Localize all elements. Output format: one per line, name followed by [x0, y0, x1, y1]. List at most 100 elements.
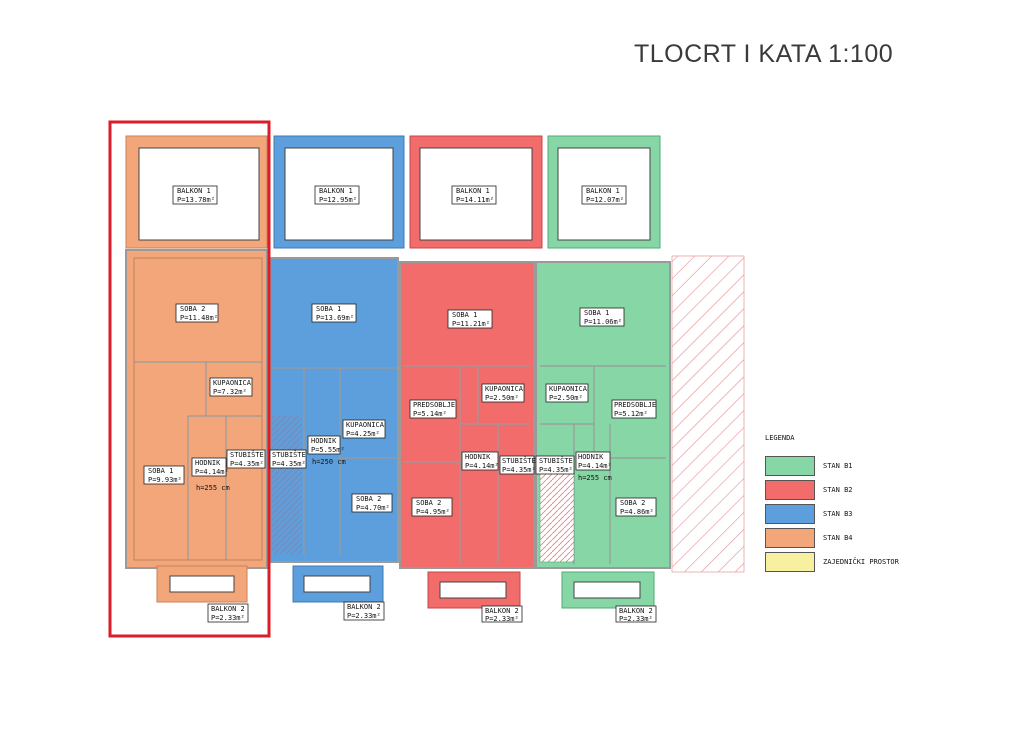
- unit-b1: [535, 135, 671, 609]
- svg-text:SOBA 2: SOBA 2: [416, 499, 441, 507]
- room-label: KUPAONICA P=4.25m²: [342, 419, 386, 439]
- svg-text:SOBA 2: SOBA 2: [356, 495, 381, 503]
- legend-label: STAN B2: [823, 486, 853, 494]
- room-label: KUPAONICA P=2.50m²: [545, 383, 589, 403]
- room-label: SOBA 2 P=11.48m²: [175, 303, 219, 323]
- hatched-area: [671, 255, 745, 573]
- room-label: STUBIŠTE P=4.35m²: [499, 455, 536, 475]
- svg-text:P=2.50m²: P=2.50m²: [485, 394, 519, 402]
- room-label: KUPAONICA P=7.32m²: [209, 377, 253, 397]
- legend-swatch: [765, 480, 815, 500]
- room-label: BALKON 1 P=12.95m²: [314, 185, 360, 205]
- svg-text:P=2.33m²: P=2.33m²: [347, 612, 381, 620]
- svg-text:SOBA 1: SOBA 1: [584, 309, 609, 317]
- unit-b2: [399, 135, 543, 609]
- b3-balkon2-inner: [303, 575, 371, 593]
- room-label: SOBA 1 P=11.06m²: [579, 307, 625, 327]
- svg-text:HODNIK: HODNIK: [311, 437, 337, 445]
- room-label: STUBIŠTE P=4.35m²: [535, 455, 575, 475]
- unit-b3: [269, 135, 405, 603]
- room-label: HODNIK P=4.14m² h=255 cm: [191, 457, 230, 492]
- svg-text:P=9.93m²: P=9.93m²: [148, 476, 182, 484]
- legend-label: STAN B1: [823, 462, 853, 470]
- svg-text:h=250 cm: h=250 cm: [312, 458, 346, 466]
- svg-text:P=14.11m²: P=14.11m²: [456, 196, 494, 204]
- room-label: SOBA 2 P=4.95m²: [411, 497, 453, 517]
- svg-text:PREDSOBLJE: PREDSOBLJE: [614, 401, 656, 409]
- room-label: SOBA 1 P=13.69m²: [311, 303, 357, 323]
- unit-b4: [125, 135, 268, 603]
- svg-text:P=2.33m²: P=2.33m²: [211, 614, 245, 622]
- svg-text:P=4.70m²: P=4.70m²: [356, 504, 390, 512]
- svg-text:SOBA 1: SOBA 1: [452, 311, 477, 319]
- legend-title: LEGENDA: [765, 434, 795, 442]
- room-label: SOBA 2 P=4.70m²: [351, 493, 393, 513]
- svg-text:STUBIŠTE: STUBIŠTE: [502, 456, 536, 465]
- svg-text:P=7.32m²: P=7.32m²: [213, 388, 247, 396]
- svg-text:KUPAONICA: KUPAONICA: [213, 379, 252, 387]
- svg-text:P=2.33m²: P=2.33m²: [619, 615, 653, 623]
- svg-text:P=4.14m²: P=4.14m²: [578, 462, 612, 470]
- legend-swatch: [765, 552, 815, 572]
- legend-swatch: [765, 528, 815, 548]
- svg-text:P=4.35m²: P=4.35m²: [502, 466, 536, 474]
- svg-text:STUBIŠTE: STUBIŠTE: [272, 450, 306, 459]
- svg-text:h=255 cm: h=255 cm: [196, 484, 230, 492]
- b2-balkon2-inner: [439, 581, 507, 599]
- page-title: TLOCRT I KATA 1:100: [634, 40, 894, 68]
- svg-text:BALKON 2: BALKON 2: [485, 607, 519, 615]
- svg-text:P=4.35m²: P=4.35m²: [230, 460, 264, 468]
- svg-text:SOBA 2: SOBA 2: [620, 499, 645, 507]
- room-label: BALKON 2 P=2.33m²: [343, 601, 385, 621]
- svg-text:PREDSOBLJE: PREDSOBLJE: [413, 401, 455, 409]
- svg-text:KUPAONICA: KUPAONICA: [346, 421, 385, 429]
- legend-label: ZAJEDNIČKI PROSTOR: [823, 558, 899, 566]
- svg-text:P=5.55m²: P=5.55m²: [311, 446, 345, 454]
- svg-text:BALKON 1: BALKON 1: [456, 187, 490, 195]
- room-label: BALKON 1 P=12.07m²: [581, 185, 627, 205]
- svg-text:P=4.14m²: P=4.14m²: [195, 468, 229, 476]
- svg-text:P=4.35m²: P=4.35m²: [272, 460, 306, 468]
- legend-swatch: [765, 504, 815, 524]
- svg-text:HODNIK: HODNIK: [195, 459, 221, 467]
- legend-swatch: [765, 456, 815, 476]
- room-label: BALKON 2 P=2.33m²: [481, 605, 523, 623]
- room-label: PREDSOBLJE P=5.14m²: [409, 399, 457, 419]
- room-label: BALKON 2 P=2.33m²: [615, 605, 657, 623]
- room-label: STUBIŠTE P=4.35m²: [226, 449, 266, 469]
- legend-label: STAN B3: [823, 510, 853, 518]
- b1-balkon2-inner: [573, 581, 641, 599]
- room-label: BALKON 2 P=2.33m²: [207, 603, 249, 623]
- svg-text:HODNIK: HODNIK: [465, 453, 491, 461]
- legend-item-b1: STAN B1: [765, 456, 905, 478]
- b4-balkon2-inner: [169, 575, 235, 593]
- room-label: BALKON 1 P=14.11m²: [451, 185, 497, 205]
- svg-text:STUBIŠTE: STUBIŠTE: [230, 450, 264, 459]
- room-label: BALKON 1 P=13.78m²: [172, 185, 218, 205]
- room-label: SOBA 2 P=4.86m²: [615, 497, 657, 517]
- svg-text:BALKON 1: BALKON 1: [177, 187, 211, 195]
- room-label: SOBA 1 P=9.93m²: [143, 465, 185, 485]
- svg-text:P=11.21m²: P=11.21m²: [452, 320, 490, 328]
- svg-text:P=4.25m²: P=4.25m²: [346, 430, 380, 438]
- svg-text:P=2.50m²: P=2.50m²: [549, 394, 583, 402]
- svg-text:P=12.95m²: P=12.95m²: [319, 196, 357, 204]
- svg-text:P=5.14m²: P=5.14m²: [413, 410, 447, 418]
- b4-body: [125, 249, 268, 569]
- svg-text:BALKON 1: BALKON 1: [319, 187, 353, 195]
- svg-text:P=11.06m²: P=11.06m²: [584, 318, 622, 326]
- room-label: HODNIK P=4.14m² h=255 cm: [575, 451, 612, 482]
- room-label: SOBA 1 P=11.21m²: [447, 309, 493, 329]
- room-label: HODNIK P=5.55m² h=250 cm: [307, 435, 346, 466]
- b3-stairs: [272, 416, 302, 554]
- svg-text:P=11.48m²: P=11.48m²: [180, 314, 218, 322]
- highlight-frame: [108, 120, 271, 638]
- svg-text:P=13.69m²: P=13.69m²: [316, 314, 354, 322]
- room-label: STUBIŠTE P=4.35m²: [269, 449, 307, 469]
- svg-text:P=4.14m²: P=4.14m²: [465, 462, 499, 470]
- svg-text:STUBIŠTE: STUBIŠTE: [539, 456, 573, 465]
- room-label: PREDSOBLJE P=5.12m²: [611, 399, 657, 419]
- svg-text:KUPAONICA: KUPAONICA: [485, 385, 524, 393]
- legend-item-b2: STAN B2: [765, 480, 905, 502]
